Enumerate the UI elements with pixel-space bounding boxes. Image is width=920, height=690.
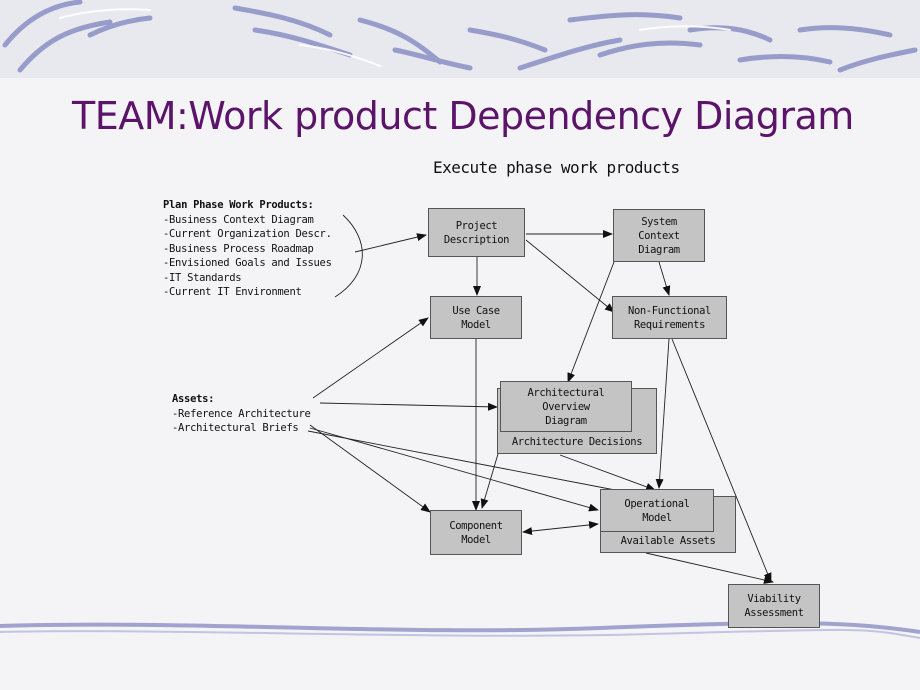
arrow-non-functional-to-operational <box>655 338 670 489</box>
arrow-operational-to-viability <box>645 552 774 584</box>
arrow-plan-to-project <box>354 233 427 253</box>
box-component-model: Component Model <box>430 510 522 555</box>
box-project-description: Project Description <box>428 208 525 257</box>
plan-brace-curve <box>334 214 363 298</box>
plan-phase-item: -IT Standards <box>163 271 242 284</box>
arrow-project-to-non-functional <box>525 239 615 313</box>
plan-phase-item: -Current Organization Descr. <box>163 228 332 240</box>
box-label: Component Model <box>449 519 503 546</box>
arrow-assets-to-operational <box>309 427 599 512</box>
plan-phase-heading: Plan Phase Work Products: <box>163 199 314 211</box>
arrow-assets-to-arch-overview <box>319 402 498 411</box>
box-label: Architectural Overview Diagram <box>527 386 605 427</box>
assets-list: Assets: -Reference Architecture -Archite… <box>172 392 311 436</box>
box-non-functional-requirements: Non-Functional Requirements <box>612 296 727 339</box>
box-label: Architecture Decisions <box>511 436 643 448</box>
decorative-swirl-footer <box>0 621 920 639</box>
plan-phase-item: -Current IT Environment <box>163 286 302 298</box>
box-label: Operational Model <box>624 497 690 524</box>
box-viability-assessment: Viability Assessment <box>728 584 820 628</box>
arrow-assets-to-component <box>309 424 431 513</box>
plan-phase-item: -Business Context Diagram <box>163 213 314 226</box>
page-title: TEAM:Work product Dependency Diagram <box>72 94 854 138</box>
arrow-system-context-to-non-functional <box>658 261 671 296</box>
box-architectural-overview-diagram: Architectural Overview Diagram <box>500 381 632 432</box>
plan-phase-list: Plan Phase Work Products: -Business Cont… <box>163 198 332 300</box>
box-operational-model: Operational Model <box>600 489 714 532</box>
arrow-arch-decisions-to-operational <box>559 454 656 491</box>
arrow-component-operational <box>522 520 599 536</box>
box-label: Available Assets <box>620 535 716 547</box>
plan-phase-item: -Envisioned Goals and Issues <box>163 257 332 269</box>
decorative-swirl-header <box>0 0 920 78</box>
box-system-context-diagram: System Context Diagram <box>613 209 705 262</box>
arrow-non-functional-to-viability <box>671 338 772 583</box>
box-label: System Context Diagram <box>638 215 680 256</box>
assets-item: -Reference Architecture <box>172 407 311 420</box>
plan-phase-item: -Business Process Roadmap <box>163 242 314 255</box>
box-label: Non-Functional Requirements <box>628 304 711 331</box>
arrow-assets-to-use-case <box>312 317 429 399</box>
assets-item: -Architectural Briefs <box>172 422 299 434</box>
box-label: Use Case Model <box>452 304 500 331</box>
diagram-subtitle: Execute phase work products <box>433 158 680 177</box>
box-use-case-model: Use Case Model <box>430 296 522 339</box>
arrow-system-context-to-arch-overview <box>567 261 615 383</box>
arrow-assets-to-available-assets <box>307 430 616 491</box>
box-label: Viability Assessment <box>744 593 804 619</box>
box-label: Project Description <box>443 219 510 246</box>
assets-heading: Assets: <box>172 393 215 405</box>
